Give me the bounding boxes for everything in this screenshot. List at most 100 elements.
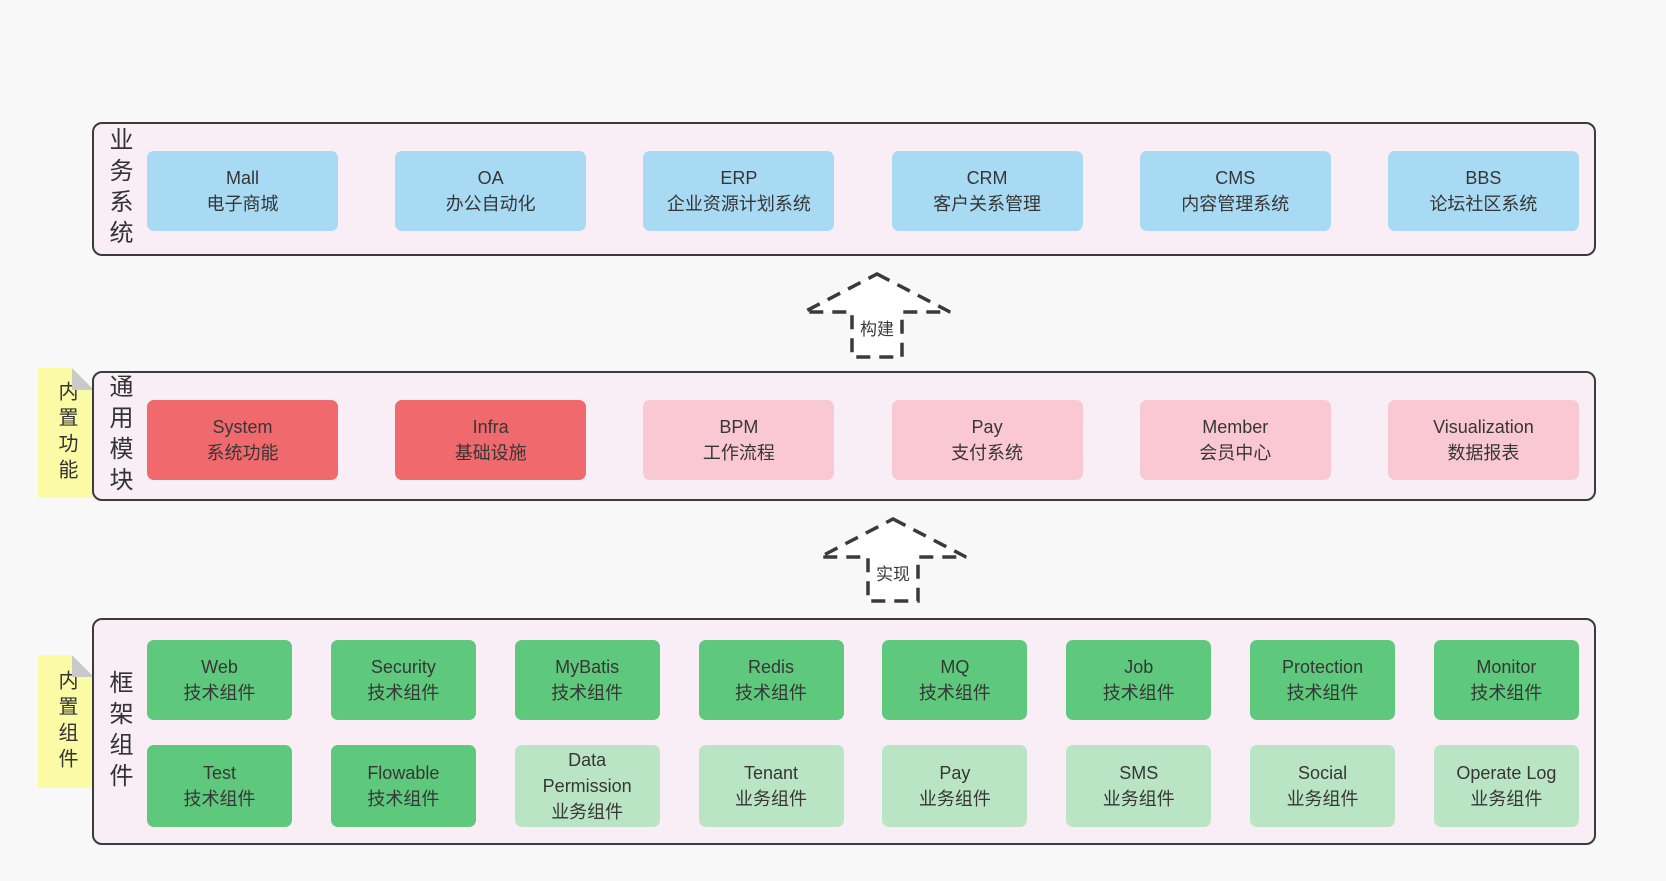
box-title: Flowable [367, 763, 440, 783]
box-subtitle: 办公自动化 [445, 194, 536, 214]
job-box: Job 技术组件 [1066, 640, 1212, 720]
system-box: System 系统功能 [147, 400, 338, 480]
builtin-components-tag-text: 内置组件 [55, 669, 77, 774]
box-title: Operate Log [1456, 763, 1557, 783]
box-subtitle: 论坛社区系统 [1429, 194, 1538, 214]
box-subtitle: 技术组件 [367, 683, 440, 703]
box-title: Test [202, 763, 236, 783]
box-subtitle: 客户关系管理 [933, 194, 1042, 214]
box-title: Monitor [1476, 657, 1537, 677]
box-subtitle: 业务组件 [918, 789, 991, 809]
modules-band-label-text: 通用模块 [105, 374, 132, 498]
box-subtitle: 业务组件 [551, 802, 624, 822]
box-title: SMS [1119, 763, 1159, 783]
modules-band-label: 通用模块 [100, 373, 136, 499]
business-band-label: 业务系统 [100, 124, 136, 254]
box-subtitle: 业务组件 [1470, 789, 1543, 809]
box-title: OA [477, 168, 504, 188]
box-subtitle: 技术组件 [918, 683, 991, 703]
business-band-label-text: 业务系统 [105, 127, 132, 251]
pay-box: Pay 业务组件 [882, 745, 1028, 827]
box-title: System [212, 417, 273, 437]
flowable-box: Flowable 技术组件 [330, 745, 476, 827]
monitor-box: Monitor 技术组件 [1433, 640, 1579, 720]
mall-box: Mall 电子商城 [147, 151, 338, 231]
social-box: Social 业务组件 [1250, 745, 1396, 827]
builtin-features-tag: 内置功能 [38, 368, 94, 498]
member-box: Member 会员中心 [1139, 400, 1331, 480]
box-title: Member [1202, 417, 1269, 437]
box-title: CMS [1215, 168, 1256, 188]
box-title: MyBatis [555, 657, 620, 677]
box-title: Pay [939, 763, 971, 783]
redis-box: Redis 技术组件 [698, 640, 844, 720]
box-subtitle: 技术组件 [551, 683, 624, 703]
crm-box: CRM 客户关系管理 [891, 151, 1083, 231]
box-subtitle: 技术组件 [367, 789, 440, 809]
tenant-box: Tenant 业务组件 [698, 745, 844, 827]
oa-box: OA 办公自动化 [395, 151, 587, 231]
box-subtitle: 数据报表 [1447, 443, 1520, 463]
box-title: MQ [940, 657, 970, 677]
pay-box: Pay 支付系统 [891, 400, 1083, 480]
implement-arrow-label: 实现 [873, 558, 913, 587]
box-subtitle: 工作流程 [702, 443, 775, 463]
box-title: Mall [225, 168, 259, 188]
folded-corner-icon [72, 655, 94, 677]
box-title: Social [1298, 763, 1348, 783]
build-arrow: 构建 [802, 272, 952, 364]
cms-box: CMS 内容管理系统 [1139, 151, 1331, 231]
protection-box: Protection 技术组件 [1250, 640, 1396, 720]
bbs-box: BBS 论坛社区系统 [1387, 151, 1579, 231]
bpm-box: BPM 工作流程 [643, 400, 835, 480]
box-title: Protection [1282, 657, 1364, 677]
box-subtitle: 业务组件 [735, 789, 808, 809]
business-systems-band: 业务系统 Mall 电子商城 OA 办公自动化 ERP 企业资源计划系统 CRM 客户关系管理… [92, 122, 1596, 256]
folded-corner-icon [72, 368, 94, 390]
box-title: ERP [720, 168, 758, 188]
box-title: Infra [472, 417, 509, 437]
operate-log-box: Operate Log 业务组件 [1433, 745, 1579, 827]
box-subtitle: 会员中心 [1199, 443, 1272, 463]
sms-box: SMS 业务组件 [1066, 745, 1212, 827]
box-subtitle: 支付系统 [951, 443, 1024, 463]
box-title: Web [201, 657, 238, 677]
box-subtitle: 内容管理系统 [1181, 194, 1290, 214]
box-subtitle: 技术组件 [1102, 683, 1175, 703]
business-systems-row: Mall 电子商城 OA 办公自动化 ERP 企业资源计划系统 CRM 客户关系管理 CMS 内容… [147, 151, 1579, 231]
box-subtitle: 企业资源计划系统 [666, 194, 811, 214]
builtin-components-tag: 内置组件 [38, 655, 94, 788]
box-subtitle: 技术组件 [735, 683, 808, 703]
framework-band-label-text: 框架组件 [105, 669, 132, 794]
box-subtitle: 技术组件 [1470, 683, 1543, 703]
mybatis-box: MyBatis 技术组件 [514, 640, 660, 720]
box-subtitle: 技术组件 [1286, 683, 1359, 703]
box-subtitle: 业务组件 [1286, 789, 1359, 809]
box-title: BBS [1465, 168, 1502, 188]
box-subtitle: 业务组件 [1102, 789, 1175, 809]
erp-box: ERP 企业资源计划系统 [643, 151, 835, 231]
box-title: Data Permission [542, 750, 632, 796]
box-title: Tenant [744, 763, 799, 783]
box-subtitle: 系统功能 [206, 443, 279, 463]
box-title: Pay [971, 417, 1003, 437]
box-title: BPM [719, 417, 759, 437]
box-title: Redis [748, 657, 795, 677]
box-subtitle: 技术组件 [183, 683, 256, 703]
box-subtitle: 电子商城 [206, 194, 279, 214]
implement-arrow: 实现 [818, 517, 968, 608]
build-arrow-label: 构建 [857, 313, 897, 342]
mq-box: MQ 技术组件 [882, 640, 1028, 720]
box-title: Job [1124, 657, 1154, 677]
framework-band-label: 框架组件 [100, 620, 136, 843]
data-permission-box: Data Permission 业务组件 [514, 745, 660, 827]
box-title: CRM [966, 168, 1008, 188]
